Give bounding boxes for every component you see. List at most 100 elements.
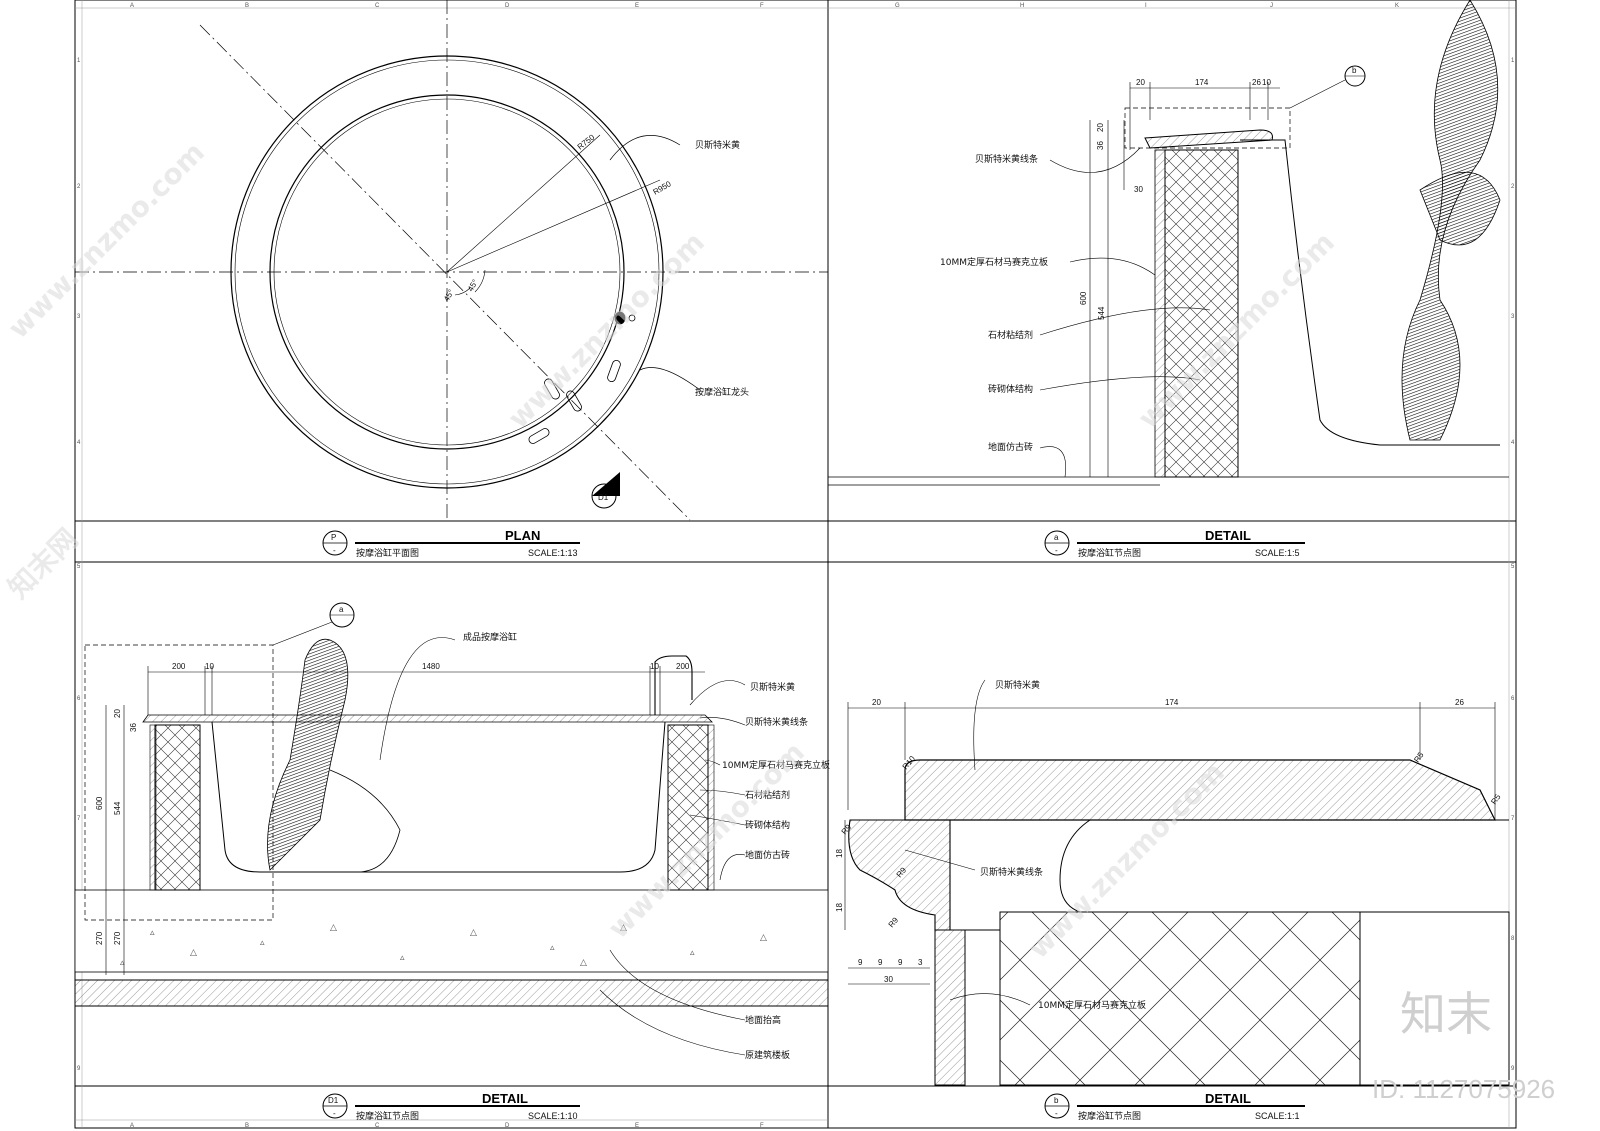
- svg-text:544: 544: [1097, 306, 1106, 320]
- panel-subtitle: 按摩浴缸节点图: [1078, 1110, 1141, 1122]
- grid-label: D: [505, 3, 510, 9]
- svg-text:△: △: [760, 933, 767, 943]
- angle-label: 45°: [442, 288, 456, 303]
- detail-a-title-block: a - DETAIL 按摩浴缸节点图 SCALE:1:5: [1044, 528, 1305, 559]
- svg-text:18: 18: [835, 903, 844, 912]
- svg-text:R9: R9: [887, 915, 901, 929]
- grid-label: E: [635, 3, 639, 9]
- d1-label: 地面仿古砖: [745, 849, 790, 861]
- svg-text:30: 30: [1134, 185, 1143, 194]
- panel-title: DETAIL: [1205, 1091, 1251, 1106]
- grid-label: 1: [77, 58, 81, 64]
- angle-label: 45°: [466, 278, 480, 293]
- svg-text:D1: D1: [328, 1096, 339, 1105]
- panel-subtitle: 按摩浴缸节点图: [1078, 547, 1141, 559]
- sheet-frame: [74, 0, 1517, 1129]
- grid-label: I: [1145, 3, 1147, 9]
- d1-label: 原建筑楼板: [745, 1049, 790, 1061]
- svg-text:▵: ▵: [150, 928, 155, 938]
- svg-text:△: △: [190, 948, 197, 958]
- svg-text:200: 200: [676, 662, 690, 671]
- grid-label: F: [760, 3, 764, 9]
- svg-text:1480: 1480: [422, 662, 440, 671]
- svg-text:知末网: 知末网: [2, 522, 85, 605]
- svg-text:600: 600: [95, 796, 104, 810]
- svg-text:3: 3: [918, 958, 923, 967]
- detail-b-label: 贝斯特米黄: [995, 679, 1040, 691]
- grid-label: 5: [77, 564, 81, 570]
- svg-text:-: -: [333, 546, 336, 555]
- panel-title: DETAIL: [1205, 528, 1251, 543]
- svg-text:174: 174: [1165, 698, 1179, 707]
- grid-label: J: [1270, 3, 1273, 9]
- panel-subtitle: 按摩浴缸节点图: [356, 1110, 419, 1122]
- grid-label: K: [1395, 3, 1399, 9]
- svg-text:b: b: [1352, 66, 1357, 75]
- panel-scale: SCALE:1:13: [528, 548, 578, 558]
- detail-d1-title-block: D1 - DETAIL 按摩浴缸节点图 SCALE:1:10: [322, 1091, 580, 1122]
- svg-text:9: 9: [898, 958, 903, 967]
- d1-label: 地面抬高: [745, 1014, 781, 1026]
- svg-text:9: 9: [878, 958, 883, 967]
- svg-text:▵: ▵: [120, 958, 125, 968]
- panel-title: DETAIL: [482, 1091, 528, 1106]
- svg-text:10: 10: [1262, 78, 1271, 87]
- grid-label: C: [375, 3, 380, 9]
- grid-label: 5: [1511, 564, 1515, 570]
- svg-text:▵: ▵: [550, 943, 555, 953]
- watermark-id: ID: 1127075926: [1372, 1074, 1555, 1104]
- d1-label: 贝斯特米黄线条: [745, 716, 808, 728]
- svg-text:D1: D1: [598, 493, 609, 502]
- grid-label: 6: [1511, 696, 1515, 702]
- grid-label: D: [505, 1123, 510, 1129]
- svg-text:▵: ▵: [400, 953, 405, 963]
- detail-b-view: 20 174 26 18 18 9 9 9 3 30 R10 R5 R5 R9 …: [835, 679, 1510, 1122]
- grid-labels: AABBCCDDEEFFGHIJK112233445566778899: [77, 3, 1515, 1129]
- svg-text:www.znzmo.com: www.znzmo.com: [2, 136, 211, 345]
- grid-label: 9: [77, 1066, 81, 1072]
- grid-label: E: [635, 1123, 639, 1129]
- detail-b-label: 10MM定厚石材马赛克立板: [1038, 999, 1146, 1011]
- d1-label: 砖砌体结构: [745, 819, 790, 831]
- svg-text:P: P: [331, 533, 336, 542]
- tub-outer-rim: [230, 55, 664, 489]
- svg-text:544: 544: [113, 801, 122, 815]
- detail-a-label: 10MM定厚石材马赛克立板: [940, 256, 1048, 268]
- svg-text:10: 10: [650, 662, 659, 671]
- grid-label: B: [245, 1123, 249, 1129]
- grid-label: A: [130, 3, 134, 9]
- svg-text:10: 10: [205, 662, 214, 671]
- svg-text:26: 26: [1455, 698, 1464, 707]
- grid-label: F: [760, 1123, 764, 1129]
- grid-label: 3: [77, 314, 81, 320]
- svg-text:b: b: [1054, 1096, 1059, 1105]
- grid-label: 9: [1511, 1066, 1515, 1072]
- grid-label: G: [895, 3, 900, 9]
- grid-label: H: [1020, 3, 1024, 9]
- svg-text:174: 174: [1195, 78, 1209, 87]
- detail-a-label: 贝斯特米黄线条: [975, 153, 1038, 165]
- svg-text:200: 200: [172, 662, 186, 671]
- svg-text:270: 270: [113, 931, 122, 945]
- plan-label-faucet: 按摩浴缸龙头: [695, 386, 749, 398]
- svg-text:R5: R5: [1489, 792, 1503, 806]
- svg-text:www.znzmo.com: www.znzmo.com: [502, 226, 711, 435]
- svg-text:20: 20: [872, 698, 881, 707]
- svg-text:30: 30: [884, 975, 893, 984]
- faucet-icon: [528, 311, 636, 444]
- radius-label: R750: [576, 132, 597, 151]
- svg-text:△: △: [580, 958, 587, 968]
- grid-label: 2: [77, 184, 81, 190]
- svg-text:△: △: [620, 923, 627, 933]
- d1-label: 10MM定厚石材马赛克立板: [722, 759, 830, 771]
- grid-label: 6: [77, 696, 81, 702]
- svg-text:20: 20: [1136, 78, 1145, 87]
- grid-label: 4: [77, 440, 81, 446]
- svg-text:36: 36: [129, 723, 138, 732]
- section-marker-d1: D1: [591, 472, 620, 509]
- detail-a-label: 地面仿古砖: [988, 441, 1033, 453]
- detail-d1-view: ▵△▵ △▵△ ▵△▵ △▵△ a: [74, 602, 830, 1122]
- panel-subtitle: 按摩浴缸平面图: [356, 547, 419, 559]
- svg-text:18: 18: [835, 849, 844, 858]
